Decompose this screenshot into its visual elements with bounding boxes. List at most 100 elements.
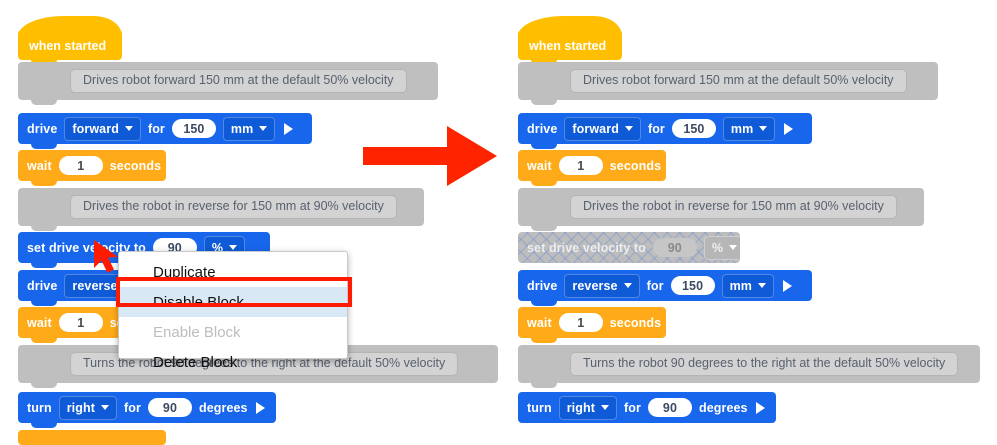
comment-block-drive-reverse[interactable]: Drives the robot in reverse for 150 mm a… [18,188,424,231]
block-wait-2[interactable]: wait 1 seconds [518,307,666,343]
comment-block-drive-forward[interactable]: Drives robot forward 150 mm at the defau… [518,62,938,105]
dropdown-value: mm [730,121,754,136]
unit-dropdown[interactable]: mm [222,116,276,141]
block-drive-reverse[interactable]: drive reverse for 150 mm [518,270,812,306]
distance-input[interactable]: 150 [171,119,216,138]
menu-item-disable-block[interactable]: Disable Block [119,287,347,317]
block-notch [31,181,57,186]
play-icon[interactable] [284,122,294,135]
block-when-started[interactable]: when started [518,16,622,65]
comment-block-turn-right[interactable]: Turns the robot 90 degrees to the right … [518,345,980,388]
unit-dropdown[interactable]: mm [721,273,774,298]
comment-text: Drives robot forward 150 mm at the defau… [70,68,407,94]
for-label: for [123,400,141,415]
chevron-down-icon [758,283,766,288]
unit-label: degrees [198,400,248,415]
block-turn-right[interactable]: turn right for 90 degrees [18,392,276,428]
chevron-down-icon [100,405,109,410]
block-notch [531,301,557,306]
comment-block-drive-forward[interactable]: Drives robot forward 150 mm at the defau… [18,62,438,105]
seconds-input[interactable]: 1 [58,156,103,175]
chevron-down-icon [759,126,768,131]
block-notch [31,144,57,149]
comment-block-drive-reverse[interactable]: Drives the robot in reverse for 150 mm a… [518,188,924,231]
unit-label: seconds [609,315,662,330]
block-keyword: turn [27,400,52,415]
dropdown-value: forward [572,121,619,136]
for-label: for [647,121,665,136]
direction-dropdown[interactable]: right [58,395,117,420]
seconds-input[interactable]: 1 [558,313,603,332]
block-wait-1[interactable]: wait 1 seconds [18,150,166,186]
direction-dropdown[interactable]: forward [564,116,641,141]
direction-dropdown[interactable]: reverse [564,273,640,298]
velocity-input[interactable]: 90 [652,238,697,257]
play-icon[interactable] [755,401,765,414]
block-keyword: set drive velocity to [27,240,146,255]
comment-text: Drives the robot in reverse for 150 mm a… [570,194,897,220]
block-drive-forward[interactable]: drive forward for 150 mm [18,113,312,149]
unit-dropdown[interactable]: % [703,235,740,260]
block-keyword: set drive velocity to [527,240,646,255]
block-partial-bottom[interactable] [18,430,166,445]
block-notch [31,383,57,388]
block-keyword: turn [527,400,552,415]
chevron-down-icon [124,126,133,131]
mouse-pointer-icon [94,240,118,273]
block-notch [31,338,57,343]
after-state-panel: when started Drives robot forward 150 mm… [500,0,997,445]
direction-dropdown[interactable]: right [558,395,617,420]
block-notch [531,144,557,149]
block-notch [531,181,557,186]
seconds-input[interactable]: 1 [558,156,603,175]
direction-dropdown[interactable]: forward [64,116,141,141]
before-state-panel: when started Drives robot forward 150 mm… [18,16,498,445]
degrees-input[interactable]: 90 [147,398,192,417]
block-when-started[interactable]: when started [18,16,122,65]
menu-item-duplicate[interactable]: Duplicate [153,263,216,281]
block-drive-forward[interactable]: drive forward for 150 mm [518,113,812,149]
seconds-input[interactable]: 1 [58,313,103,332]
block-label: when started [529,39,607,53]
block-turn-right[interactable]: turn right for 90 degrees [518,392,776,423]
unit-label: degrees [698,400,748,415]
for-label: for [147,121,165,136]
for-label: for [646,278,664,293]
distance-input[interactable]: 150 [671,119,716,138]
block-wait-1[interactable]: wait 1 seconds [518,150,666,186]
dropdown-value: mm [230,121,254,136]
menu-item-enable-block: Enable Block [153,323,241,341]
chevron-down-icon [729,245,738,250]
block-notch [31,226,57,231]
play-icon[interactable] [784,122,794,135]
play-icon[interactable] [783,279,792,292]
dropdown-value: right [66,400,95,415]
dropdown-value: forward [72,121,119,136]
chevron-down-icon [623,283,632,288]
dropdown-value: mm [729,278,752,293]
block-context-menu[interactable]: Duplicate Disable Block Enable Block Del… [118,251,348,371]
play-icon[interactable] [255,401,265,414]
block-notch [531,100,557,105]
dropdown-value: reverse [572,278,618,293]
comment-text: Drives robot forward 150 mm at the defau… [570,68,907,94]
unit-label: seconds [109,158,162,173]
block-notch [31,301,57,306]
block-set-drive-velocity-disabled[interactable]: set drive velocity to 90 % [518,232,740,263]
block-keyword: wait [27,158,52,173]
for-label: for [623,400,641,415]
block-notch [31,100,57,105]
block-notch [31,263,57,268]
block-notch [531,226,557,231]
menu-item-delete-block[interactable]: Delete Block [153,353,238,371]
unit-dropdown[interactable]: mm [722,116,776,141]
block-notch [531,338,557,343]
unit-label: seconds [609,158,662,173]
distance-input[interactable]: 150 [670,276,715,295]
dropdown-value: % [211,240,224,255]
block-keyword: wait [27,315,52,330]
right-arrow-icon [363,126,497,186]
hat-dome [518,16,622,38]
chevron-down-icon [259,126,268,131]
degrees-input[interactable]: 90 [647,398,692,417]
